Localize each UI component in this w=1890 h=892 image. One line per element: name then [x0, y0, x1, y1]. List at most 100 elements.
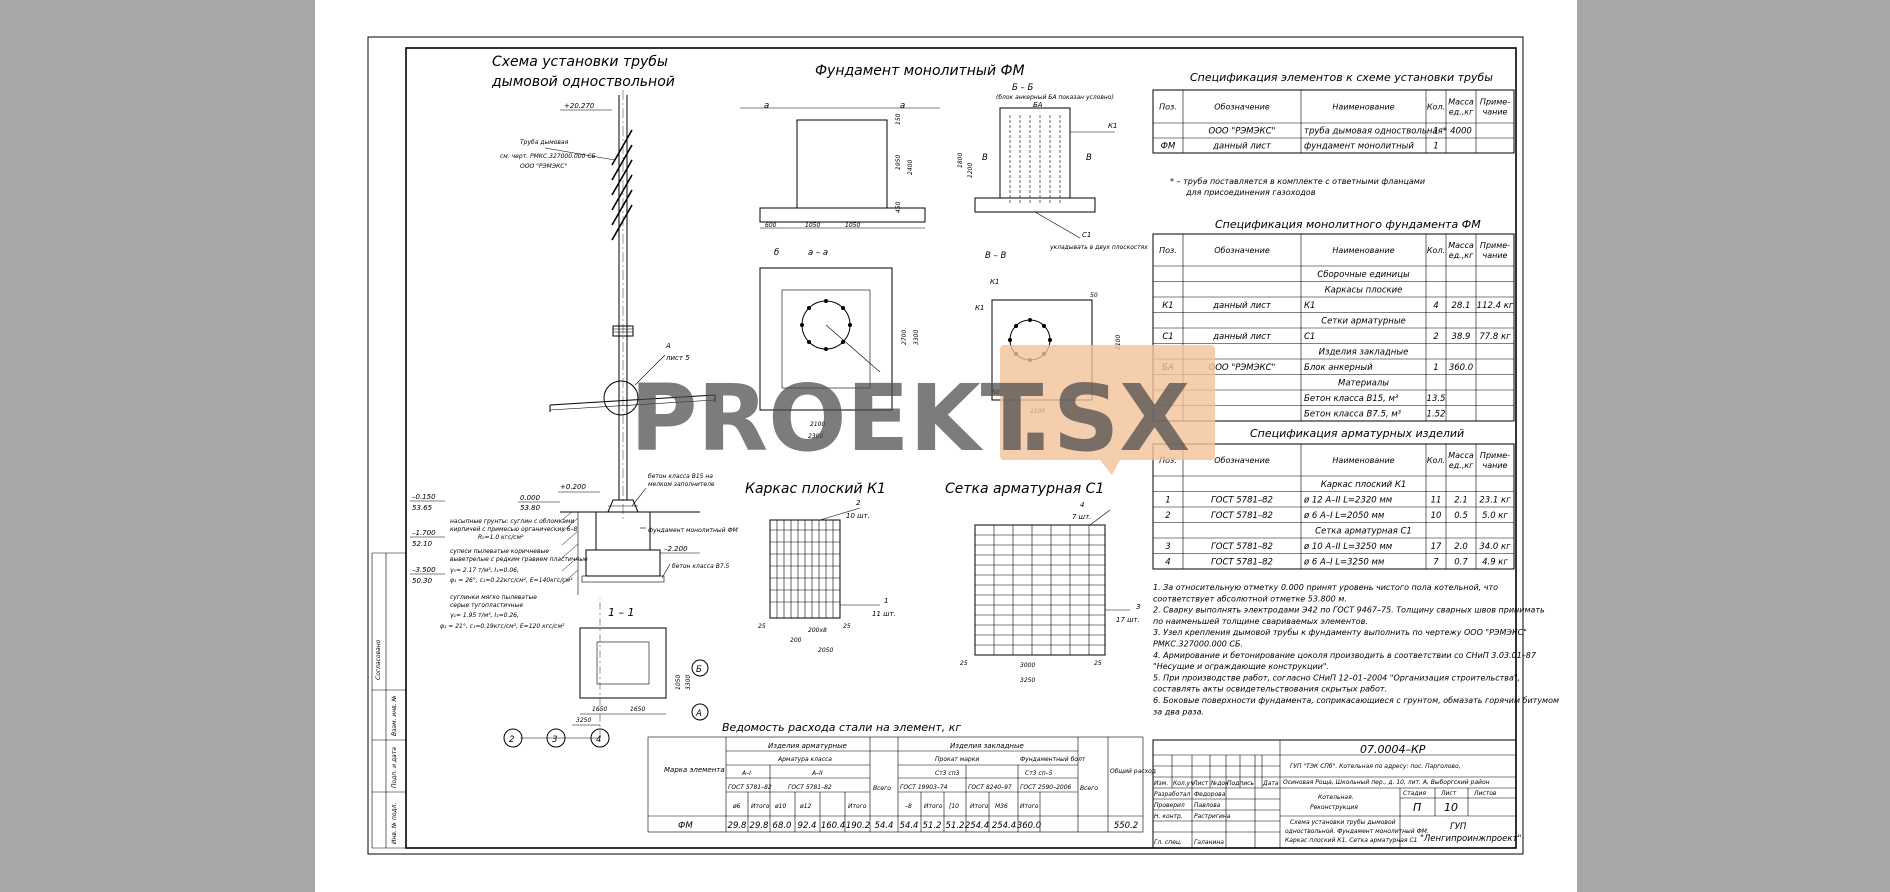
stamp-r3-role: Н. контр. [1154, 813, 1183, 820]
table-cell: фундамент монолитный [1304, 142, 1414, 152]
foundation-title: Фундамент монолитный ФМ [815, 63, 1025, 79]
table-header-cell: ед.,кг [1449, 461, 1474, 470]
c1-dim-3000: 3000 [1020, 662, 1035, 669]
mesh-c1: Сетка арматурная С1 4 7 шт. 3 17 шт. 300… [945, 481, 1140, 684]
elev-top: +20.270 [564, 102, 595, 110]
sec-a-left: а [764, 101, 769, 111]
pipe-label-1: Труба дымовая [520, 139, 569, 146]
mark-k1-top2: К1 [990, 278, 999, 286]
inner-frame [405, 47, 1517, 849]
dim-1800: 1800 [957, 153, 964, 168]
spec-rebar-title: Спецификация арматурных изделий [1250, 427, 1464, 440]
pipe-label-2: см. черт. РМКС.327000.000 СБ [500, 153, 596, 160]
table-cell: данный лист [1212, 301, 1272, 311]
dim-50b: 50 [992, 389, 1000, 396]
steel-h12: ø12 [799, 803, 811, 810]
k1-dim-25b: 25 [843, 623, 851, 630]
axis-b: Б [696, 665, 702, 675]
concrete-b15-1: бетон класса В15 на [648, 473, 713, 480]
steel-gost-2590: ГОСТ 2590–2006 [1020, 784, 1072, 791]
node-a-sheet: лист 5 [665, 354, 690, 362]
table-cell: 4000 [1450, 127, 1472, 137]
table-header-cell: Масса [1448, 241, 1474, 250]
table-cell: 1 [1165, 495, 1170, 505]
steel-itogo2: Итого [848, 803, 867, 810]
table-header-cell: Приме- [1480, 98, 1510, 107]
dim-3250: 3250 [576, 717, 591, 724]
stamp-hdr-doc: №док [1210, 780, 1229, 787]
k1-mark-2: 2 [856, 499, 861, 507]
elev-m3500-abs: 50.30 [412, 577, 433, 585]
stamp-stage-h: Стадия [1403, 790, 1426, 797]
table-cell: ООО "РЭМЭКС" [1209, 127, 1276, 137]
stamp-r1-role: Разработал [1154, 791, 1191, 798]
table-cell: 4 [1433, 301, 1438, 311]
soil1-1: насыпные грунты: суглин с обломками [450, 518, 574, 525]
stamp-r4-name: Галанина [1194, 839, 1224, 846]
dim-1050b: 1050 [845, 222, 860, 229]
dim-1050a: 1050 [805, 222, 820, 229]
s11-label: 1 – 1 [608, 606, 635, 619]
table-cell: С1 [1162, 332, 1173, 342]
sec-aa: а – а [808, 248, 828, 258]
soil3-1: суглинки мягко пылеватые [450, 594, 537, 601]
sec-vv: В – В [985, 251, 1006, 261]
side-sign-date: Подп. и дата [391, 747, 398, 788]
watermark-text-2: .SX [1018, 365, 1190, 472]
stamp-desc-2: одноствольной. Фундамент монолитный ФМ. [1285, 828, 1429, 835]
elev-m3500: –3.500 [412, 566, 436, 574]
sec-a-right: а [900, 101, 905, 111]
steel-bolt: Фундаментный болт [1020, 756, 1086, 763]
c1-dim-25b: 25 [1094, 660, 1102, 667]
table-cell: 7 [1433, 557, 1439, 567]
mark-k1-top: К1 [1108, 122, 1117, 130]
steel-grp-rebar: Изделия арматурные [768, 742, 847, 750]
steel-vsego1: Всего [873, 785, 891, 792]
elev-m0150: –0.150 [412, 493, 436, 501]
table-cell: ООО "РЭМЭКС" [1209, 363, 1276, 373]
steel-value-cell: 29.8 [728, 821, 748, 831]
steel-value-cell: 550.2 [1114, 821, 1138, 831]
table-header-cell: Обозначение [1214, 456, 1270, 465]
axis-4: 4 [596, 735, 601, 745]
steel-hm36: М36 [995, 803, 1008, 810]
outer-frame [367, 36, 1524, 855]
elev-m2200: –2.200 [664, 545, 688, 553]
table-cell: Изделия закладные [1319, 347, 1409, 357]
steel-total-h: Общий расход [1110, 768, 1156, 775]
table-header-cell: Наименование [1332, 456, 1394, 465]
steel-value-cell: 254.4 [992, 821, 1016, 831]
table-header-cell: чание [1483, 108, 1508, 117]
stamp-hdr-izm: Изм. [1154, 780, 1168, 787]
table-cell: 11 [1431, 495, 1442, 505]
table-cell: 10 [1431, 511, 1442, 521]
stamp-desc-1: Схема установки трубы дымовой [1290, 819, 1396, 826]
table-cell: С1 [1304, 332, 1315, 342]
table-cell: Блок анкерный [1304, 363, 1373, 373]
steel-itogo4: Итого [970, 803, 989, 810]
steel-gost-19903: ГОСТ 19903–74 [900, 784, 948, 791]
table-cell: 17 [1431, 542, 1442, 552]
stamp-sheet: 10 [1444, 801, 1458, 814]
table-cell: 1 [1433, 127, 1438, 137]
soil2-1: супеси пылеватые коричневые [450, 548, 549, 555]
dim-2100b: 2100 [1115, 335, 1122, 350]
stamp-org-2: Осиновая Роща, Школьный пер., д. 10, лит… [1283, 779, 1490, 786]
table-cell: ø 6 А–I L=3250 мм [1303, 557, 1385, 567]
note-line: РМКС.327000.000 СБ. [1153, 640, 1243, 649]
dim-3300b: 3300 [685, 675, 692, 690]
table-header-cell: Наименование [1332, 246, 1394, 255]
note-line: 2. Сварку выполнять электродами Э42 по Г… [1153, 606, 1545, 615]
sec-b-mark: б [774, 248, 779, 258]
pipe-label-3: ООО "РЭМЭКС" [520, 163, 567, 170]
elev-m1700-abs: 52.10 [412, 540, 433, 548]
note-line: 4. Армирование и бетонирование цоколя пр… [1153, 651, 1537, 660]
table-cell: ГОСТ 5781–82 [1211, 495, 1273, 505]
spec-tables: Спецификация элементов к схеме установки… [1152, 71, 1515, 570]
mark-v-right: В [1086, 153, 1092, 163]
side-agreed: Согласовано [375, 639, 382, 680]
soil3-3: γ₁= 1.95 т/м³, I₁=0.26, [450, 612, 519, 619]
table-cell: Материалы [1338, 378, 1389, 388]
